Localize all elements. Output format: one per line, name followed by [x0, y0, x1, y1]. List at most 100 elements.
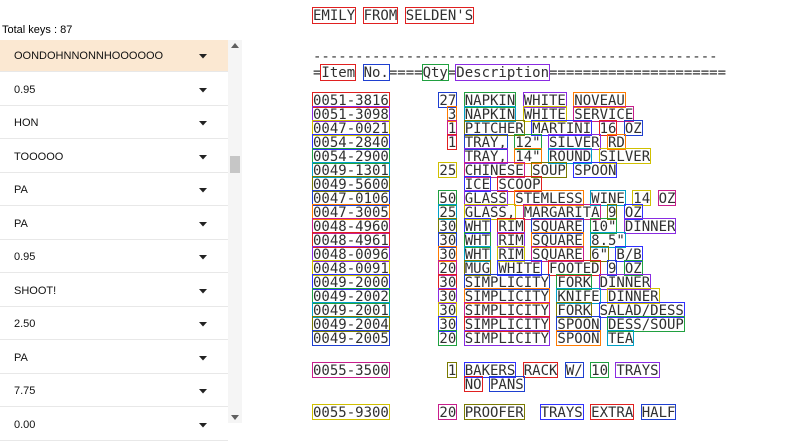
document-line: 0054-2900 TRAY, 14" ROUND SILVER — [313, 149, 651, 165]
ocr-word-box — [463, 362, 517, 378]
key-item-label: 0.00 — [14, 418, 36, 431]
ocr-word-box — [539, 404, 584, 420]
key-list-item[interactable]: 0.95 — [0, 73, 228, 106]
ocr-word-box — [514, 134, 542, 150]
scroll-down-icon[interactable] — [231, 415, 239, 421]
key-item-dropdown[interactable] — [188, 49, 222, 64]
key-list-item[interactable]: PA — [0, 207, 228, 240]
ocr-word-box — [446, 362, 458, 378]
ocr-word-box — [463, 162, 525, 178]
key-list-item[interactable]: HON — [0, 107, 228, 139]
ocr-word-box — [590, 218, 618, 234]
ocr-word-box — [438, 162, 458, 178]
ocr-word-box — [312, 190, 390, 206]
key-item-dropdown[interactable] — [188, 350, 222, 366]
document-image: EMILY FROM SELDEN'S --------------------… — [300, 0, 800, 423]
ocr-word-box — [438, 288, 458, 304]
ocr-word-box — [312, 404, 390, 420]
ocr-word-box — [607, 204, 618, 220]
key-item-dropdown[interactable] — [188, 149, 222, 165]
ocr-word-box — [463, 176, 492, 192]
key-item-label: PA — [14, 184, 28, 196]
ocr-word-box — [514, 148, 542, 164]
ocr-word-box — [522, 204, 601, 220]
ocr-word-box — [522, 106, 567, 122]
chevron-down-icon — [199, 389, 207, 394]
ocr-word-box — [312, 232, 390, 248]
key-item-dropdown[interactable] — [188, 317, 222, 332]
key-list-item[interactable]: SHOOT! — [0, 274, 228, 307]
key-item-dropdown[interactable] — [188, 250, 222, 265]
ocr-word-box — [463, 134, 508, 150]
key-item-dropdown[interactable] — [188, 116, 222, 131]
ocr-word-box — [312, 288, 390, 304]
ocr-word-box — [598, 148, 652, 164]
ocr-word-box — [446, 106, 458, 122]
ocr-word-box — [556, 288, 601, 304]
key-list-item[interactable]: TOOOOO — [0, 140, 228, 173]
key-item-label: PA — [14, 217, 28, 230]
ocr-word-box — [463, 218, 492, 234]
chevron-down-icon — [199, 154, 207, 159]
ocr-word-box — [607, 316, 685, 332]
ocr-word-box — [312, 134, 390, 150]
ocr-word-box — [312, 302, 390, 318]
document-column-header: =Item No.====Qty=Description============… — [313, 65, 727, 81]
key-item-label: TOOOOO — [14, 150, 64, 163]
ocr-word-box — [522, 362, 559, 378]
document-line: 0048-0091 20 MUG WHITE FOOTED 9 OZ — [313, 261, 642, 277]
ocr-word-box — [590, 362, 610, 378]
ocr-word-box — [312, 148, 390, 164]
ocr-word-box — [463, 232, 492, 248]
key-list-item[interactable]: PA — [0, 341, 228, 374]
key-list-item[interactable]: 2.50 — [0, 308, 228, 340]
ocr-word-box — [548, 148, 593, 164]
ocr-word-box — [548, 134, 601, 150]
ocr-word-box — [362, 64, 390, 81]
scroll-up-icon[interactable] — [231, 43, 239, 49]
key-item-dropdown[interactable] — [188, 283, 222, 299]
ocr-word-box — [438, 204, 458, 220]
key-list-item[interactable]: PA — [0, 174, 228, 206]
key-item-label: 0.95 — [14, 251, 36, 263]
key-item-label: 0.95 — [14, 83, 36, 96]
ocr-word-box — [598, 302, 685, 318]
document-line: 0048-0096 30 WHT RIM SQUARE 6" B/B — [313, 247, 642, 263]
ocr-word-box — [522, 92, 567, 108]
key-item-dropdown[interactable] — [188, 417, 222, 433]
document-line: NO PANS — [313, 377, 524, 393]
key-item-dropdown[interactable] — [188, 183, 222, 198]
key-item-dropdown[interactable] — [188, 216, 222, 232]
ocr-word-box — [463, 260, 492, 276]
key-item-dropdown[interactable] — [188, 384, 222, 399]
key-list-scrollbar[interactable] — [228, 40, 242, 423]
ocr-word-box — [438, 330, 458, 346]
ocr-word-box — [463, 92, 517, 108]
ocr-word-box — [438, 260, 458, 276]
ocr-word-box — [438, 232, 458, 248]
ocr-word-box — [531, 246, 584, 262]
key-list-item[interactable]: 7.75 — [0, 375, 228, 407]
document-line: 0048-4960 30 WHT RIM SQUARE 10" DINNER — [313, 219, 676, 235]
scrollbar-thumb[interactable] — [230, 156, 240, 173]
ocr-word-box — [312, 246, 390, 262]
chevron-down-icon — [199, 422, 207, 427]
ocr-word-box — [312, 362, 390, 378]
key-list-item[interactable]: 0.00 — [0, 408, 228, 441]
key-item-dropdown[interactable] — [188, 82, 222, 98]
key-list-item[interactable]: OONDOHNNONNHOOOOOO — [0, 40, 228, 72]
key-list-item[interactable]: 0.95 — [0, 241, 228, 273]
ocr-word-box — [497, 246, 525, 262]
document-line: 0048-4961 30 WHT RIM SQUARE 8.5" — [313, 233, 625, 249]
chevron-down-icon — [199, 54, 207, 59]
ocr-word-box — [548, 260, 601, 276]
ocr-word-box — [573, 162, 618, 178]
ocr-word-box — [463, 330, 551, 346]
document-line: 0054-2840 1 TRAY, 12" SILVER RD — [313, 135, 625, 151]
document-line: 0047-0021 1 PITCHER MARTINI 16 OZ — [313, 121, 642, 137]
ocr-word-box — [489, 376, 525, 392]
ocr-word-box — [463, 288, 551, 304]
chevron-down-icon — [199, 87, 207, 92]
